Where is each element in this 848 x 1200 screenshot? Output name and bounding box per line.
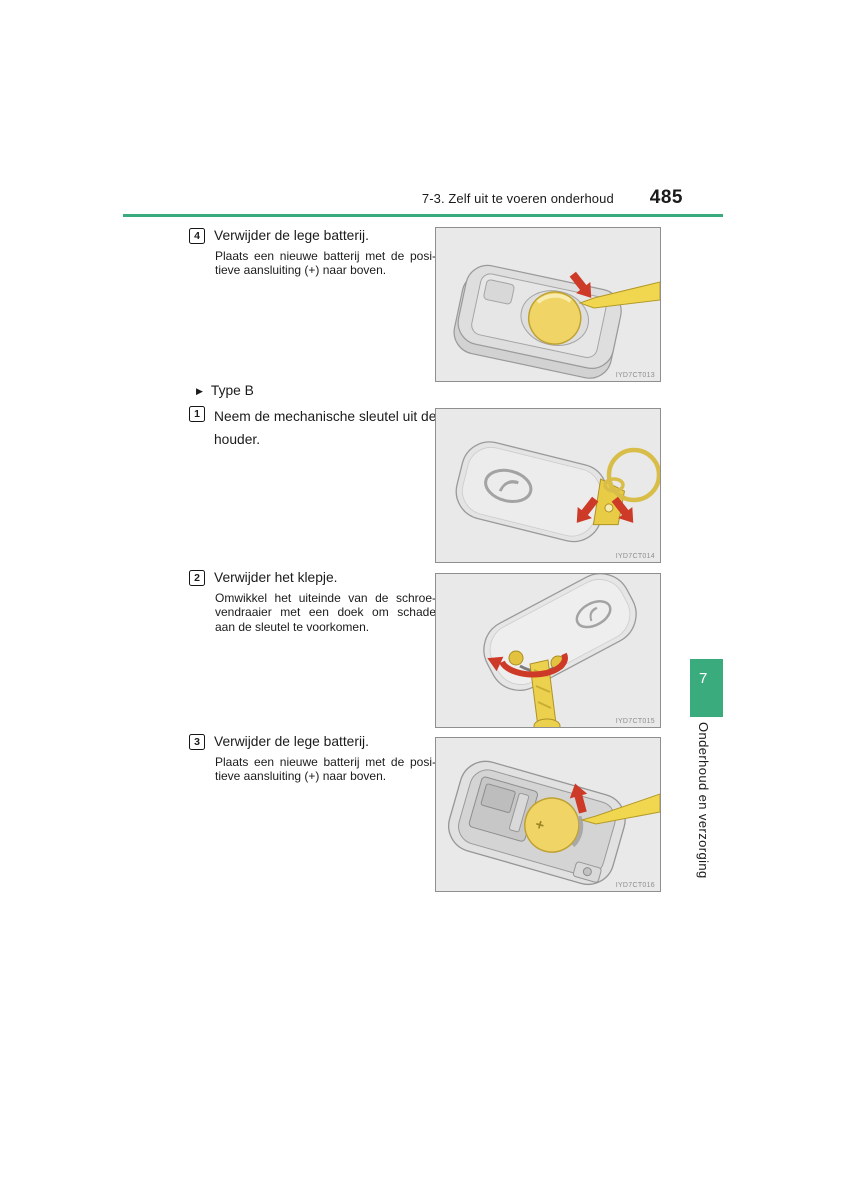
section-title: 7-3. Zelf uit te voeren onderhoud <box>421 191 614 206</box>
title-line: Neem de mechanische sleutel uit de <box>214 409 437 424</box>
figure-cover-removal: IYD7CT015 <box>435 573 661 728</box>
figure-caption: IYD7CT013 <box>615 372 655 379</box>
chapter-number: 7 <box>699 670 708 687</box>
figure-caption: IYD7CT016 <box>615 882 655 889</box>
key-fob-battery-illustration <box>453 264 660 379</box>
battery-shape <box>524 797 580 853</box>
subtext-line: Plaats een nieuwe batterij met de posi- <box>215 755 436 769</box>
type-b-heading: ▶ Type B <box>196 382 254 400</box>
triangle-marker-icon: ▶ <box>196 386 203 396</box>
figure-battery-removal-type-a: IYD7CT013 <box>435 227 661 382</box>
circuit-board-shape <box>468 776 538 842</box>
subtext-line: tieve aansluiting (+) naar boven. <box>215 263 387 278</box>
step-4-block: 4 Verwijder de lege batterij. Plaats een… <box>189 227 436 278</box>
step-subtext: Plaats een nieuwe batterij met de posi- … <box>215 755 436 784</box>
red-arrowhead-icon <box>487 656 504 672</box>
figure-caption: IYD7CT014 <box>615 553 655 560</box>
lexus-emblem-icon <box>575 600 612 629</box>
battery-shape <box>527 291 582 345</box>
screwdriver-shape <box>578 281 660 309</box>
key-fob-shape <box>483 574 637 691</box>
subtext-line: Omwikkel het uiteinde van de schroe- <box>215 591 436 605</box>
subtext-line: vendraaier met een doek om schade <box>215 605 436 620</box>
step-title: Verwijder de lege batterij. <box>214 228 369 243</box>
step-subtext: Plaats een nieuwe batterij met de posi- … <box>215 249 436 278</box>
key-fob-shape <box>455 441 625 543</box>
step-number-badge: 1 <box>189 406 205 422</box>
page-number: 485 <box>649 187 683 208</box>
clip-nub-shape <box>508 650 524 666</box>
title-line: houder. <box>214 432 261 447</box>
lexus-emblem-icon <box>484 468 533 504</box>
figure-battery-removal-type-b: + IYD7CT016 <box>435 737 661 892</box>
key-ring-shape <box>606 447 660 503</box>
smart-key-illustration <box>455 441 660 543</box>
step-title: Verwijder het klepje. <box>214 570 338 585</box>
type-b-label: Type B <box>210 383 254 398</box>
step-2-block: 2 Verwijder het klepje. Omwikkel het uit… <box>189 569 436 634</box>
red-rotate-arrow-icon <box>499 652 568 678</box>
step-title: Neem de mechanische sleutel uit de houde… <box>214 405 436 451</box>
step-number-badge: 3 <box>189 734 205 750</box>
page-header: 7-3. Zelf uit te voeren onderhoud 485 <box>123 187 723 212</box>
subtext-line: aan de sleutel te voorkomen. <box>215 619 370 634</box>
subtext-line: Plaats een nieuwe batterij met de posi- <box>215 249 436 263</box>
figure-mechanical-key-removal: IYD7CT014 <box>435 408 661 563</box>
subtext-line: tieve aansluiting (+) naar boven. <box>215 769 387 784</box>
step-subtext: Omwikkel het uiteinde van de schroe- ven… <box>215 591 436 634</box>
step-title: Verwijder de lege batterij. <box>214 734 369 749</box>
screwdriver-shape <box>580 793 660 825</box>
step-1-block: 1 Neem de mechanische sleutel uit de hou… <box>189 405 436 451</box>
step-number-badge: 4 <box>189 228 205 244</box>
header-divider <box>123 214 723 217</box>
key-fob-shape <box>453 264 622 379</box>
open-fob-battery-illustration: + <box>448 760 660 885</box>
chapter-tab: 7 <box>690 659 723 717</box>
chapter-title-vertical: Onderhoud en verzorging <box>696 722 711 879</box>
step-number-badge: 2 <box>189 570 205 586</box>
screwdriver-twist-illustration <box>483 574 637 727</box>
step-3-block: 3 Verwijder de lege batterij. Plaats een… <box>189 733 436 784</box>
figure-caption: IYD7CT015 <box>615 718 655 725</box>
